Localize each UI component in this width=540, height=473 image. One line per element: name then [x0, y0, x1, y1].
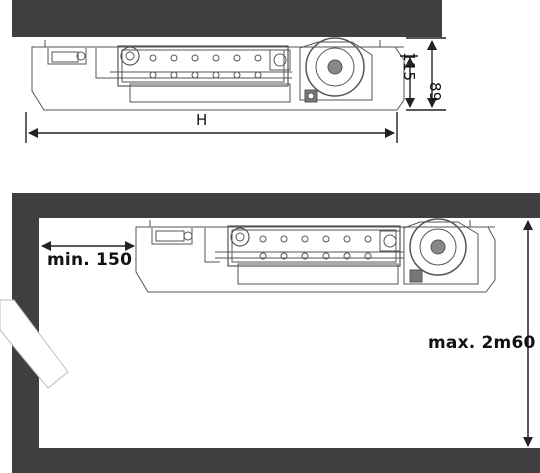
height-label-b: 89 [426, 82, 444, 102]
width-label: H [196, 111, 208, 129]
garage-walls [12, 193, 540, 473]
max-height-label: max. 2m60 [428, 333, 536, 353]
height-label-a: 115 [400, 52, 418, 82]
chain-holes-top [149, 54, 262, 79]
top-diagram [12, 0, 446, 143]
height-dimension [400, 37, 446, 111]
motor-housing-top [31, 37, 405, 111]
door-opening [0, 299, 69, 389]
motor-housing-bottom [135, 218, 496, 293]
chain-holes-bottom [259, 235, 372, 260]
ceiling-wall [12, 193, 540, 218]
width-dimension [25, 112, 398, 143]
side-clearance-label: min. 150 [47, 250, 133, 270]
ceiling-bar [12, 0, 442, 37]
floor-wall [12, 448, 540, 473]
bottom-diagram [0, 193, 540, 473]
